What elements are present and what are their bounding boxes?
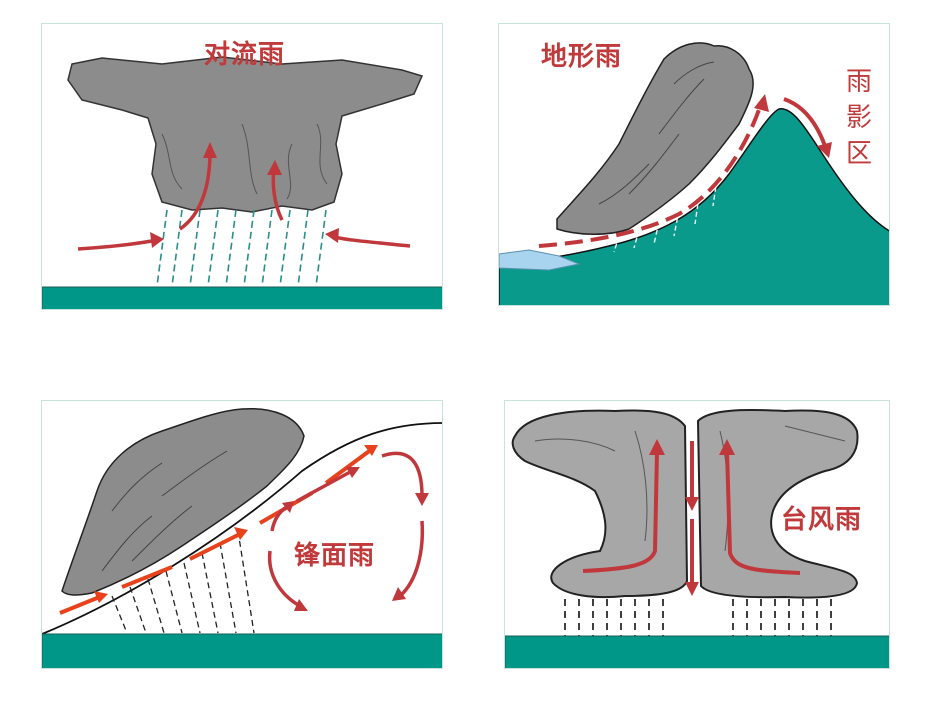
panel-orographic-rain: 地形雨 雨 影 区 bbox=[498, 23, 890, 306]
panel-convection-rain: 对流雨 bbox=[41, 23, 443, 310]
orographic-mountain bbox=[499, 108, 889, 305]
rain-shadow-char-3: 区 bbox=[845, 139, 872, 169]
orographic-diagram bbox=[499, 42, 889, 305]
orographic-arrowheads bbox=[754, 94, 832, 158]
typhoon-ground bbox=[505, 635, 889, 668]
front-boundary-line bbox=[42, 422, 442, 635]
frontal-diagram bbox=[42, 407, 442, 668]
convection-diagram bbox=[42, 56, 442, 309]
frontal-warm-arrowheads bbox=[94, 445, 378, 603]
rain-shadow-char-1: 雨 bbox=[845, 67, 872, 97]
convection-rain bbox=[156, 209, 327, 287]
frontal-ground bbox=[42, 633, 442, 668]
typhoon-rain-left bbox=[564, 599, 664, 636]
panel-frontal-rain: 锋面雨 bbox=[41, 400, 443, 669]
typhoon-airflow-arrows bbox=[582, 441, 801, 586]
convection-title: 对流雨 bbox=[204, 40, 286, 70]
frontal-cloud bbox=[61, 407, 305, 596]
typhoon-right-cloud bbox=[696, 409, 859, 599]
rain-shadow-label: 雨 影 区 bbox=[844, 64, 874, 172]
convection-ground bbox=[42, 286, 442, 309]
typhoon-arrowheads bbox=[649, 439, 735, 596]
frontal-rain bbox=[111, 530, 255, 634]
orographic-airflow-arrows bbox=[538, 103, 763, 248]
orographic-water bbox=[499, 249, 581, 271]
typhoon-diagram bbox=[505, 409, 889, 668]
convection-arrowheads bbox=[150, 142, 339, 248]
typhoon-rain-right bbox=[732, 599, 832, 636]
rain-shadow-char-2: 影 bbox=[845, 103, 872, 133]
rain-shadow-arrow bbox=[783, 97, 827, 147]
orographic-cloud bbox=[556, 42, 754, 235]
typhoon-title: 台风雨 bbox=[781, 505, 863, 535]
orographic-title: 地形雨 bbox=[541, 42, 623, 72]
frontal-cold-arrowheads bbox=[282, 467, 429, 611]
frontal-cold-air-arrows bbox=[267, 451, 425, 608]
panel-typhoon-rain: 台风雨 bbox=[504, 400, 890, 669]
frontal-title: 锋面雨 bbox=[294, 541, 376, 571]
typhoon-left-cloud bbox=[511, 409, 689, 599]
